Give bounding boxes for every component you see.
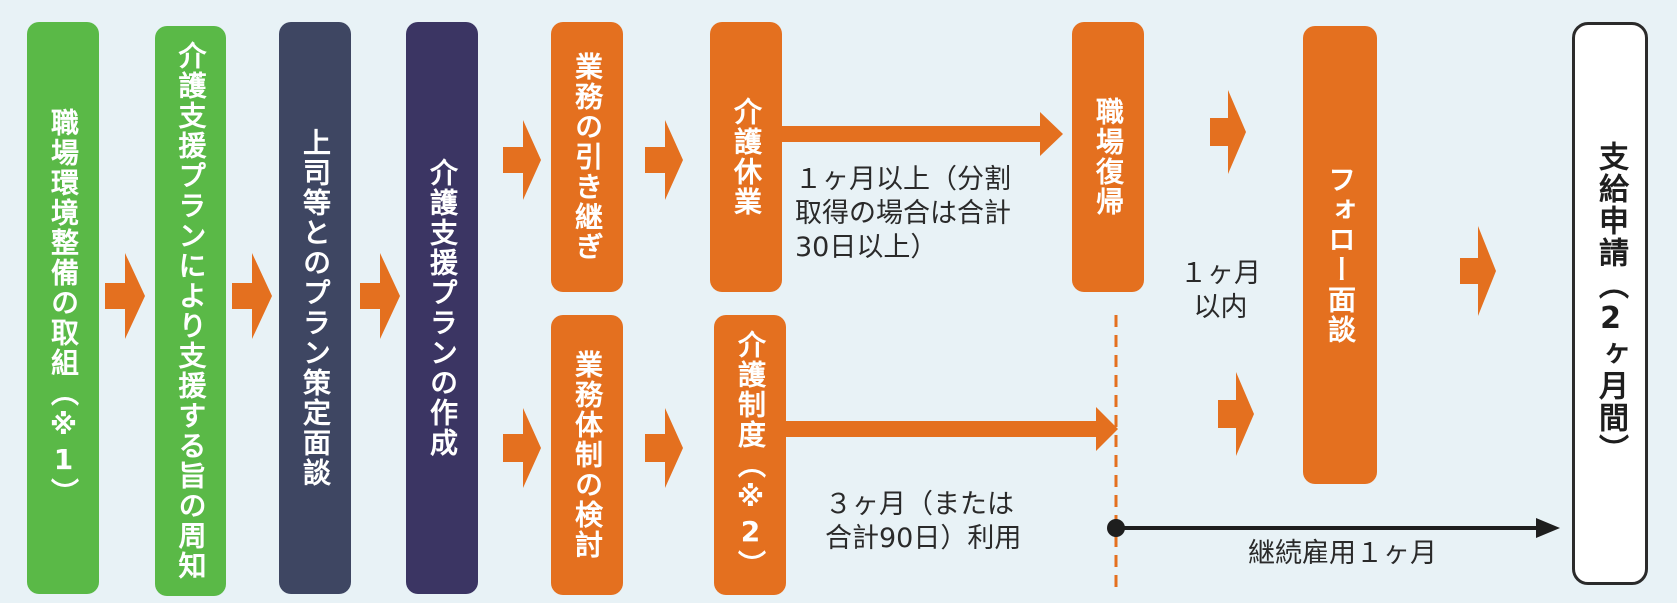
step-handover-label: 業務の引き継ぎ <box>571 52 604 262</box>
step-care-leave-label: 介護休業 <box>730 97 763 217</box>
arrow-3 <box>360 253 400 339</box>
step-care-leave: 介護休業 <box>710 22 782 292</box>
employment-arrow-head <box>1536 518 1560 538</box>
leave-duration-note: １ヶ月以上（分割 取得の場合は合計 30日以上） <box>795 164 1011 263</box>
step-work-system-label: 業務体制の検討 <box>571 350 604 560</box>
arrow-1 <box>105 253 145 339</box>
arrow-5a <box>645 120 683 200</box>
continued-employment-note: 継続雇用１ヶ月 <box>1248 538 1437 569</box>
arrow-4a <box>503 120 541 200</box>
arrow-6b <box>1218 372 1254 456</box>
arrow-7 <box>1460 226 1496 316</box>
step-announcement: 介護支援プランにより支援する旨の周知 <box>155 26 226 596</box>
step-plan-label: 介護支援プランの作成 <box>426 158 459 458</box>
step-return-to-work-label: 職場復帰 <box>1092 97 1125 217</box>
step-interview: 上司等とのプラン策定面談 <box>279 22 351 594</box>
arrow-6a <box>1210 90 1246 174</box>
step-environment-label: 職場環境整備の取組（※1） <box>47 108 80 508</box>
system-duration-note: ３ヶ月（または 合計90日）利用 <box>825 489 1022 554</box>
step-plan: 介護支援プランの作成 <box>406 22 478 594</box>
arrow-2 <box>232 253 272 339</box>
step-return-to-work: 職場復帰 <box>1072 22 1144 292</box>
step-application-label: 支給申請（2ヶ月間） <box>1593 141 1628 466</box>
arrow-4b <box>503 408 541 488</box>
leave-arrow-head <box>1040 112 1063 156</box>
step-application: 支給申請（2ヶ月間） <box>1572 22 1648 585</box>
arrow-5b <box>645 408 683 488</box>
step-follow-up: フォロー面談 <box>1303 26 1377 484</box>
step-announcement-label: 介護支援プランにより支援する旨の周知 <box>174 41 208 581</box>
step-interview-label: 上司等とのプラン策定面談 <box>299 128 332 488</box>
step-handover: 業務の引き継ぎ <box>551 22 623 292</box>
system-arrow-head <box>1096 407 1118 451</box>
step-follow-up-label: フォロー面談 <box>1324 165 1357 345</box>
step-environment: 職場環境整備の取組（※1） <box>27 22 99 594</box>
within-one-month-note: １ヶ月 以内 <box>1180 258 1261 323</box>
step-work-system: 業務体制の検討 <box>551 315 623 595</box>
step-care-system: 介護制度（※2） <box>714 315 786 595</box>
step-care-system-label: 介護制度（※2） <box>734 330 767 580</box>
